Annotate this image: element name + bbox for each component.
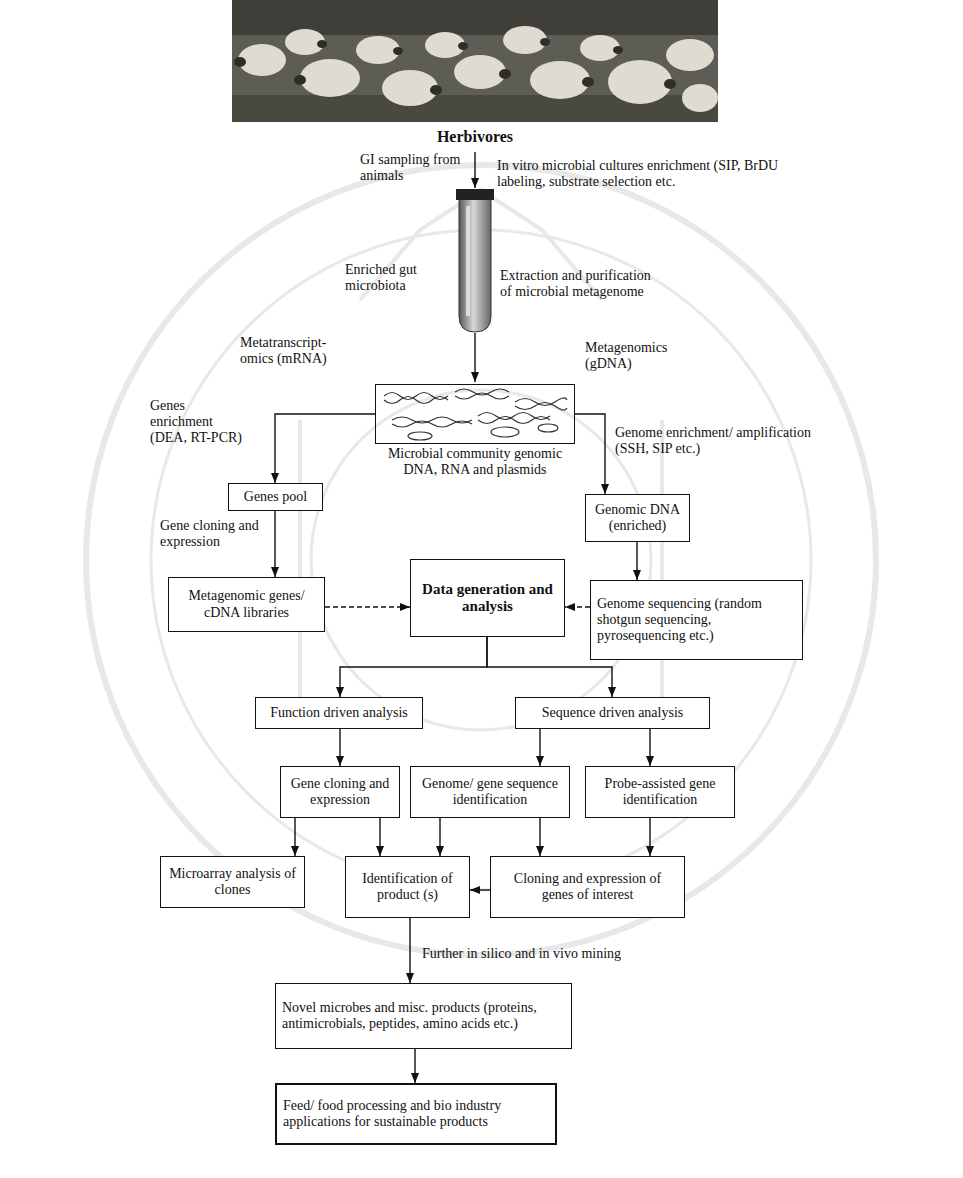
flow-arrow	[325, 606, 410, 607]
flow-arrow	[379, 818, 380, 856]
step-note: Metagenomics (gDNA)	[585, 340, 695, 372]
flow-arrow	[339, 729, 340, 766]
process-box: Genomic DNA (enriched)	[585, 494, 690, 542]
box-text: Gene cloning and expression	[287, 776, 393, 808]
box-text: Genes pool	[235, 489, 316, 505]
process-box: Gene cloning and expression	[280, 766, 400, 818]
test-tube	[456, 189, 494, 332]
process-box: Cloning and expression of genes of inter…	[490, 856, 685, 918]
flow-arrow	[294, 818, 295, 856]
process-box: Identification of product (s)	[345, 856, 470, 918]
flow-arrow	[539, 818, 540, 856]
image-frame	[375, 384, 575, 444]
image-box: Microbial community genomic DNA, RNA and…	[375, 384, 575, 478]
process-box: Microarray analysis of clones	[160, 856, 305, 908]
step-note: Genes enrichment (DEA, RT-PCR)	[150, 398, 250, 446]
flow-arrow	[439, 818, 440, 856]
flow-arrow	[539, 729, 540, 766]
process-box: Feed/ food processing and bio industry a…	[275, 1083, 557, 1145]
flow-arrow	[649, 818, 650, 856]
process-box: Function driven analysis	[255, 697, 423, 729]
box-text: Probe-assisted gene identification	[592, 776, 728, 808]
sampling-arrow	[474, 152, 475, 188]
flow-arrow	[274, 511, 275, 577]
flow-arrow	[340, 637, 487, 697]
box-text: Genome/ gene sequence identification	[417, 776, 563, 808]
box-text: Microbial community genomic DNA, RNA and…	[375, 446, 575, 478]
box-text: Novel microbes and misc. products (prote…	[282, 1000, 565, 1032]
box-text: Sequence driven analysis	[522, 705, 703, 721]
process-box: Genome/ gene sequence identification	[410, 766, 570, 818]
process-box: Data generation and analysis	[410, 559, 565, 637]
box-text: Genome sequencing (random shotgun sequen…	[597, 596, 796, 644]
flow-arrow	[649, 729, 650, 766]
flow-arrow	[565, 606, 590, 607]
box-text: Data generation and analysis	[417, 581, 558, 616]
step-note: Gene cloning and expression	[160, 518, 265, 550]
box-text: Function driven analysis	[262, 705, 416, 721]
process-box: Probe-assisted gene identification	[585, 766, 735, 818]
process-box: Genes pool	[228, 483, 323, 511]
box-text: Metagenomic genes/ cDNA libraries	[175, 588, 318, 620]
process-box: Metagenomic genes/ cDNA libraries	[168, 577, 325, 632]
process-box: Sequence driven analysis	[515, 697, 710, 729]
step-note: Extraction and purification of microbial…	[500, 268, 655, 300]
flow-arrow	[575, 414, 605, 494]
flow-arrow	[414, 1049, 415, 1083]
sheep-photo	[232, 0, 718, 122]
flow-arrow	[636, 542, 637, 580]
box-text: Microarray analysis of clones	[167, 866, 298, 898]
photo-caption: Herbivores	[375, 128, 575, 146]
extraction-arrow	[474, 333, 475, 382]
step-note: Genome enrichment/ amplification (SSH, S…	[615, 425, 825, 457]
process-box: Genome sequencing (random shotgun sequen…	[590, 580, 803, 660]
step-note: Metatranscript-omics (mRNA)	[240, 335, 350, 367]
dna-strands	[384, 389, 567, 440]
flow-arrow	[275, 414, 375, 483]
process-box: Novel microbes and misc. products (prote…	[275, 983, 572, 1049]
flow-arrow	[470, 889, 490, 890]
box-text: Feed/ food processing and bio industry a…	[283, 1098, 549, 1130]
box-text: Identification of product (s)	[352, 871, 463, 903]
box-text: Cloning and expression of genes of inter…	[497, 871, 678, 903]
step-note: GI sampling from animals	[360, 152, 465, 184]
step-note: In vitro microbial cultures enrichment (…	[497, 158, 787, 190]
flow-arrow	[409, 918, 410, 983]
seal-watermark	[86, 165, 876, 955]
step-note: Further in silico and in vivo mining	[422, 946, 722, 962]
box-text: Genomic DNA (enriched)	[592, 502, 683, 534]
step-note: Enriched gut microbiota	[345, 262, 445, 294]
